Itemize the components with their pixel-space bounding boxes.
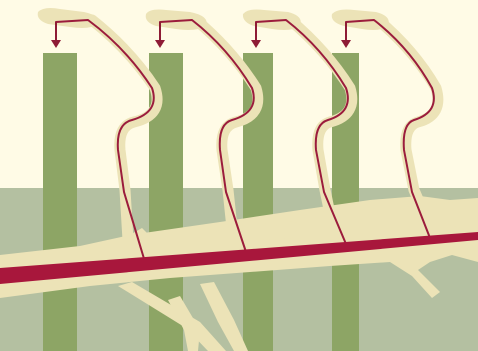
column-1 bbox=[43, 53, 77, 351]
